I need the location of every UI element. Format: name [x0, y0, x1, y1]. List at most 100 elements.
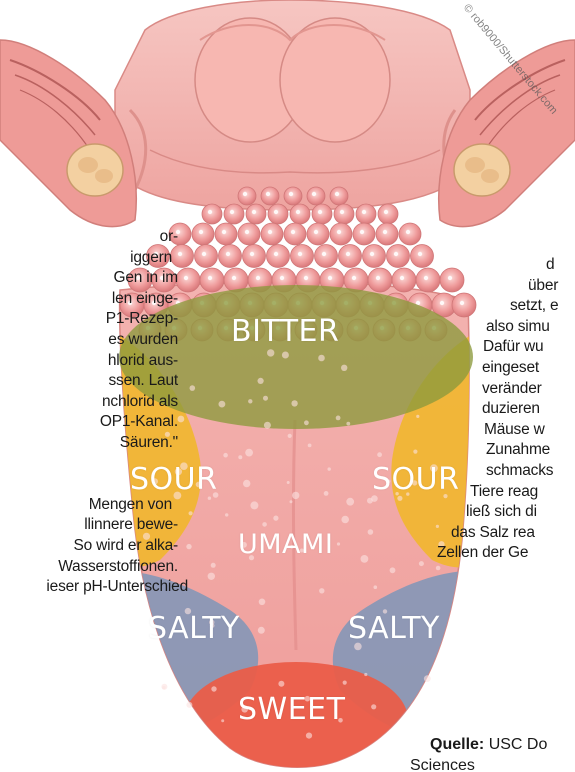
- papilla: [330, 187, 348, 205]
- right-column-line: d: [546, 255, 554, 276]
- fungiform-dot: [318, 355, 325, 362]
- papilla: [307, 187, 325, 205]
- right-column-line: über: [528, 276, 558, 297]
- fungiform-dot: [364, 673, 367, 676]
- left-column-line: len einge-: [112, 289, 178, 310]
- fungiform-dot: [304, 420, 309, 425]
- papilla: [368, 268, 392, 292]
- papilla: [192, 223, 214, 245]
- papilla-highlight: [460, 301, 464, 305]
- papilla-highlight: [400, 276, 404, 280]
- papilla: [334, 204, 354, 224]
- fungiform-dot: [436, 525, 439, 528]
- fungiform-dot: [238, 455, 242, 459]
- papilla: [452, 293, 476, 317]
- papilla: [284, 187, 302, 205]
- fungiform-dot: [264, 422, 271, 429]
- fungiform-dot: [267, 349, 274, 356]
- papilla-highlight: [335, 192, 339, 196]
- fungiform-dot: [273, 516, 278, 521]
- papilla: [261, 223, 283, 245]
- papilla-highlight: [337, 230, 341, 234]
- papilla-highlight: [440, 301, 444, 305]
- fungiform-dot: [341, 365, 347, 371]
- papilla-highlight: [418, 252, 422, 256]
- papilla-highlight: [250, 252, 254, 256]
- papilla-highlight: [384, 210, 388, 214]
- papilla-highlight: [360, 230, 364, 234]
- fungiform-dot: [186, 702, 192, 708]
- fungiform-dot: [225, 513, 228, 516]
- papilla: [356, 204, 376, 224]
- salty-left-label: SALTY: [148, 611, 240, 646]
- fungiform-dot: [162, 686, 165, 689]
- left-column-line: nchlorid als: [102, 392, 178, 413]
- sweet-label: SWEET: [238, 692, 345, 727]
- right-column-line: Zunahme: [486, 440, 550, 461]
- fungiform-dot: [189, 511, 193, 515]
- fungiform-dot: [346, 498, 354, 506]
- fungiform-dot: [186, 544, 191, 549]
- right-column-line: eingeset: [482, 358, 539, 379]
- fungiform-dot: [367, 498, 373, 504]
- fungiform-dot: [371, 704, 376, 709]
- fungiform-dot: [288, 434, 292, 438]
- papilla: [376, 223, 398, 245]
- papilla-highlight: [289, 192, 293, 196]
- salty-right-label: SALTY: [348, 611, 440, 646]
- fungiform-dot: [290, 500, 293, 503]
- right-column-line: also simu: [486, 317, 550, 338]
- fungiform-dot: [413, 450, 417, 454]
- papilla-highlight: [424, 276, 428, 280]
- fungiform-dot: [424, 675, 431, 682]
- papilla-highlight: [184, 276, 188, 280]
- papilla: [200, 268, 224, 292]
- papilla-highlight: [312, 192, 316, 196]
- papilla-highlight: [362, 210, 366, 214]
- fungiform-dot: [263, 396, 268, 401]
- source-text: USC Do: [489, 736, 548, 753]
- papilla: [171, 245, 194, 268]
- papilla-highlight: [268, 230, 272, 234]
- sour-left-label: SOUR: [130, 462, 217, 497]
- left-column-line: ssen. Laut: [108, 371, 178, 392]
- papilla-highlight: [376, 276, 380, 280]
- left-column-line: iggern: [130, 248, 172, 269]
- papilla: [246, 204, 266, 224]
- left-column-line: ieser pH-Unterschied: [46, 577, 188, 598]
- source-line-2: Sciences: [410, 757, 475, 772]
- papilla: [267, 245, 290, 268]
- left-column-line: llinnere bewe-: [84, 515, 178, 536]
- papilla: [312, 204, 332, 224]
- papilla: [195, 245, 218, 268]
- left-column-line: Wasserstoffionen.: [58, 557, 178, 578]
- papilla: [330, 223, 352, 245]
- fungiform-dot: [258, 627, 265, 634]
- papilla-highlight: [252, 210, 256, 214]
- fungiform-dot: [324, 491, 329, 496]
- right-column-line: Zellen der Ge: [437, 543, 528, 564]
- papilla: [238, 187, 256, 205]
- papilla: [238, 223, 260, 245]
- left-column-line: hlorid aus-: [108, 351, 178, 372]
- fungiform-dot: [190, 385, 196, 391]
- papilla: [176, 268, 200, 292]
- papilla-highlight: [448, 276, 452, 280]
- sour-right-label: SOUR: [372, 462, 459, 497]
- papilla: [387, 245, 410, 268]
- fungiform-dot: [245, 449, 253, 457]
- papilla: [307, 223, 329, 245]
- papilla: [411, 245, 434, 268]
- papilla-highlight: [222, 230, 226, 234]
- fungiform-dot: [278, 681, 284, 687]
- papilla-highlight: [202, 252, 206, 256]
- right-column-line: Tiere reag: [470, 482, 538, 503]
- papilla-highlight: [314, 230, 318, 234]
- fungiform-dot: [390, 567, 396, 573]
- papilla-highlight: [291, 230, 295, 234]
- papilla-highlight: [322, 252, 326, 256]
- papilla-highlight: [318, 210, 322, 214]
- papilla-highlight: [266, 192, 270, 196]
- papilla-highlight: [232, 276, 236, 280]
